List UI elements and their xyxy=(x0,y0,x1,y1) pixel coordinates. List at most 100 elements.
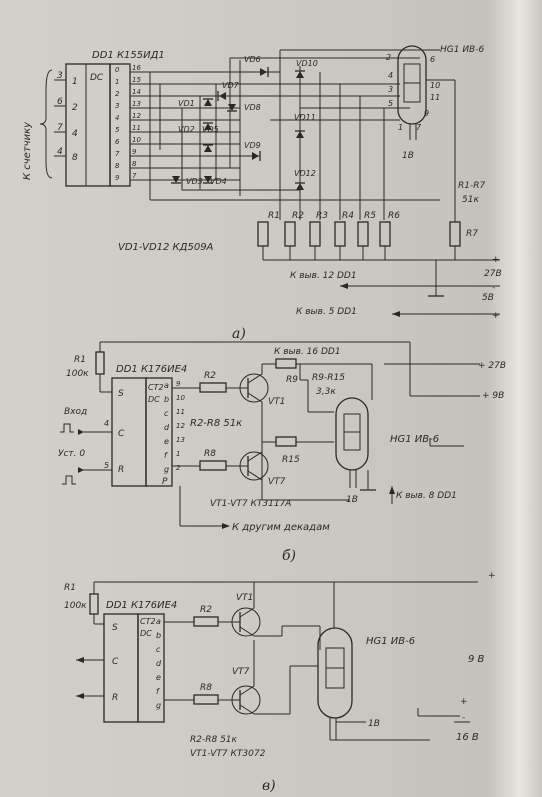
c-seg: d xyxy=(156,659,162,668)
c-r2-label: R2 xyxy=(200,605,212,615)
a-r-label: R7 xyxy=(466,229,478,239)
a-diode-vd9: VD9 xyxy=(244,141,261,161)
b-seg-pin: 11 xyxy=(176,408,185,416)
a-r-value: 51к xyxy=(462,195,479,205)
b-ct2-label: CT2 xyxy=(148,383,164,392)
b-dd1-16-label: К выв. 16 DD1 xyxy=(274,347,341,357)
c-transistor-vt7: VT7 xyxy=(231,667,261,715)
a-out-num: 5 xyxy=(115,126,120,134)
a-r-label: R2 xyxy=(292,211,304,221)
b-v9-label: + 9В xyxy=(482,391,504,401)
b-vt1-label: VT1 xyxy=(268,397,285,407)
c-r-label: R xyxy=(112,693,118,703)
a-diode-vd8: VD8 xyxy=(227,103,261,112)
a-ind-pin: 10 xyxy=(430,81,440,90)
a-vd-label: VD4 xyxy=(210,177,227,186)
b-seg: c xyxy=(164,409,169,418)
b-r9r15-label: R9-R15 xyxy=(312,373,345,383)
b-other-label: К другим декадам xyxy=(232,522,330,533)
c-seg: f xyxy=(156,687,160,696)
c-v9-label: 9 В xyxy=(468,654,485,665)
b-vhod-label: Вход xyxy=(64,407,87,417)
c-seg: c xyxy=(156,645,161,654)
c-counter-dd1: CT2 DC S C R xyxy=(76,613,165,723)
a-vd-label: VD5 xyxy=(202,125,219,134)
c-seg: e xyxy=(156,673,161,682)
a-dd1-label: DD1 К155ИД1 xyxy=(92,50,165,61)
b-r1-value: 100к xyxy=(66,369,89,379)
a-diode-vd7: VD7 xyxy=(217,81,240,101)
b-vt7-label: VT7 xyxy=(268,477,286,487)
b-seg: a xyxy=(164,381,169,390)
diagram-c: R1 100к + DD1 К176ИЕ4 CT2 DC S C R a b c xyxy=(64,571,496,794)
a-out-num: 0 xyxy=(115,66,120,74)
a-v5-label: 5В xyxy=(482,293,494,303)
a-vd-label: VD2 xyxy=(178,125,195,134)
a-out-num: 2 xyxy=(115,90,120,98)
a-ind-pin: 11 xyxy=(430,93,440,102)
a-input-pin: 7 xyxy=(57,123,63,133)
c-ind-label: HG1 ИВ-6 xyxy=(366,636,415,647)
a-ind-pin: 6 xyxy=(430,55,435,64)
b-anode-label: 1B xyxy=(346,495,358,505)
b-ust-label: Уст. 0 xyxy=(58,449,85,459)
c-segment-outputs: a b c d e f g xyxy=(156,617,162,710)
a-out-pin: 9 xyxy=(132,148,137,156)
c-c-label: C xyxy=(112,657,119,667)
c-transistor-vt1: VT1 xyxy=(231,593,261,637)
b-resistor-r1: R1 100к xyxy=(66,341,411,392)
a-input-1: 3 1 xyxy=(54,71,78,87)
a-dc-outputs-box xyxy=(109,63,131,187)
b-carry-output: К другим декадам xyxy=(179,486,330,533)
a-out-num: 9 xyxy=(115,174,120,182)
b-r2-label: R2 xyxy=(204,371,216,381)
a-output-wires xyxy=(130,57,440,201)
c-seg: b xyxy=(156,631,161,640)
a-vd-label: VD10 xyxy=(296,59,318,68)
a-out-num: 4 xyxy=(115,114,119,122)
b-caption: б) xyxy=(282,548,296,564)
b-transistor-vt1: VT1 xyxy=(239,373,285,407)
a-input-weight: 8 xyxy=(72,153,78,163)
b-ind-label: HG1 ИВ-6 xyxy=(390,434,439,445)
b-input-reset: Уст. 0 xyxy=(58,449,112,485)
a-out-pin: 12 xyxy=(132,112,141,120)
a-resistor-r1: R1 xyxy=(257,211,280,247)
c-r1-value: 100к xyxy=(64,601,87,611)
c-seg: g xyxy=(156,701,161,710)
a-out-num: 8 xyxy=(115,162,120,170)
a-out-pin: 13 xyxy=(132,100,141,108)
a-diode-vd1: VD1 xyxy=(178,98,213,108)
a-ind-pin: 2 xyxy=(386,53,391,62)
b-seg-pin: 2 xyxy=(176,464,181,472)
a-input-pin: 6 xyxy=(57,97,63,107)
a-input-4: 7 4 xyxy=(54,123,78,139)
a-resistor-buses xyxy=(250,49,440,220)
b-seg: e xyxy=(164,437,169,446)
b-resistor-r2: R2 xyxy=(199,371,240,393)
a-output-numbers: 0 1 2 3 4 5 6 7 8 9 xyxy=(115,66,120,182)
b-dd1-8-label: К выв. 8 DD1 xyxy=(396,491,457,501)
c-vt7-label: VT7 xyxy=(232,667,250,677)
b-v27-label: + 27В xyxy=(478,361,506,371)
a-diode-vd2: VD2 xyxy=(178,122,213,134)
b-resistor-r9: R9 xyxy=(275,358,298,385)
b-seg: d xyxy=(164,423,170,432)
b-seg: b xyxy=(164,395,169,404)
c-indicator-hg1: HG1 ИВ-6 1B xyxy=(317,627,430,741)
b-r15-label: R15 xyxy=(282,455,300,465)
a-diode-vd12: VD12 xyxy=(294,169,316,190)
b-seg-pin: 13 xyxy=(176,436,185,444)
a-plus-label: + xyxy=(492,255,500,265)
b-r2r8-label: R2-R8 51к xyxy=(190,418,242,429)
a-dc-label: DC xyxy=(90,73,104,83)
a-ind-pin: 9 xyxy=(424,109,429,118)
b-seg: f xyxy=(164,451,168,460)
b-input-vhod: Вход xyxy=(60,407,112,435)
b-power-rails: + 27В + 9В К выв. 8 DD1 xyxy=(384,361,506,504)
a-r-label: R5 xyxy=(364,211,376,221)
diagram-b: R1 100к DD1 К176ИЕ4 К выв. 16 DD1 CT2 DC… xyxy=(58,341,506,564)
a-r-note: R1-R7 xyxy=(458,181,485,191)
